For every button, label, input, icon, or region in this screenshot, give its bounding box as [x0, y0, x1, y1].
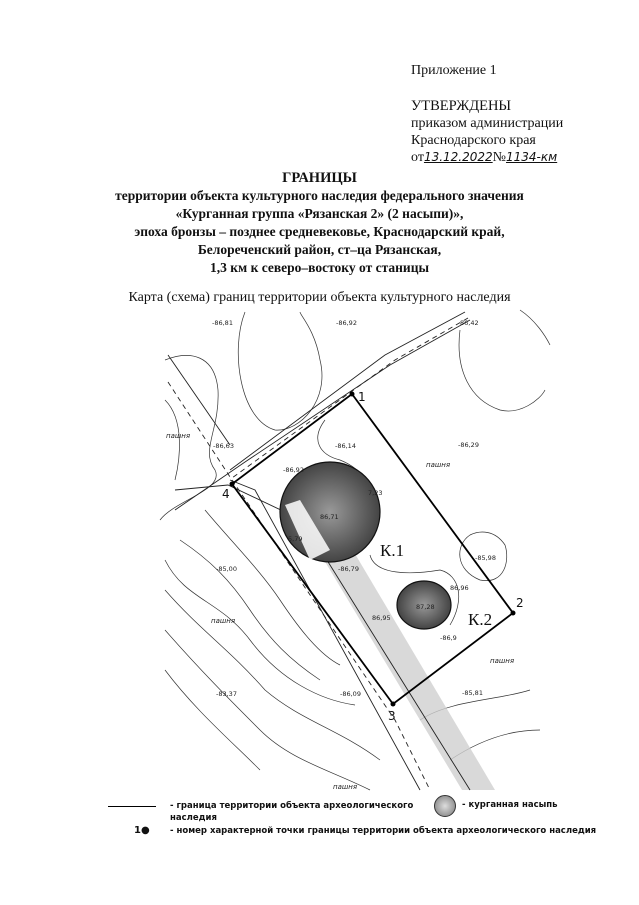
- elevation-marks: -86,81 -86,92 86,42 -86,63 -86,14 -86,29…: [212, 319, 496, 698]
- svg-text:5,79: 5,79: [288, 535, 302, 543]
- order-line: приказом администрации: [411, 116, 564, 131]
- svg-text:-86,14: -86,14: [335, 442, 356, 450]
- handwritten-date: 13.12.2022: [423, 150, 493, 164]
- mound-label: К.2: [468, 610, 492, 629]
- roads: [167, 311, 471, 791]
- appendix-label: Приложение 1: [411, 63, 497, 78]
- legend-boundary-text: - граница территории объекта археологиче…: [170, 801, 414, 811]
- svg-text:пашня: пашня: [426, 461, 450, 469]
- svg-text:пашня: пашня: [490, 657, 514, 665]
- svg-text:-86,9: -86,9: [440, 634, 457, 642]
- svg-text:-86,81: -86,81: [212, 319, 233, 327]
- boundary-point-1: [349, 391, 355, 397]
- road-strip: [300, 515, 495, 790]
- svg-text:86,71: 86,71: [320, 513, 339, 521]
- date-prefix: от: [411, 150, 424, 165]
- svg-text:-86,79: -86,79: [338, 565, 359, 573]
- title-line: 1,3 км к северо–востоку от станицы: [209, 260, 430, 275]
- point-label: 1: [358, 390, 366, 404]
- boundary-point-2: [510, 610, 516, 616]
- point-label: 2: [516, 596, 524, 610]
- svg-text:-85,81: -85,81: [462, 689, 483, 697]
- legend-point-text: - номер характерной точки границы террит…: [170, 826, 597, 836]
- legend-point-icon: 1●: [134, 825, 150, 836]
- svg-text:-86,92: -86,92: [283, 466, 304, 474]
- land-labels: пашня пашня пашня пашня пашня: [166, 432, 514, 791]
- svg-text:86,42: 86,42: [460, 319, 479, 327]
- legend-mound-text: - курганная насыпь: [462, 800, 558, 810]
- title-line: территории объекта культурного наследия …: [115, 188, 524, 203]
- contour-lines: [159, 309, 551, 791]
- order-line: Краснодарского края: [411, 133, 536, 148]
- svg-text:-85,98: -85,98: [475, 554, 496, 562]
- title-line: Белореченский район, ст–ца Рязанская,: [197, 242, 442, 257]
- svg-text:-86,63: -86,63: [213, 442, 234, 450]
- point-number: 1: [134, 825, 141, 836]
- svg-text:пашня: пашня: [211, 617, 235, 625]
- svg-text:пашня: пашня: [333, 783, 357, 791]
- svg-text:87,28: 87,28: [416, 603, 435, 611]
- svg-text:-86,92: -86,92: [336, 319, 357, 327]
- handwritten-number: 1134-км: [506, 150, 558, 164]
- number-prefix: №: [492, 150, 507, 165]
- mound-k2: [396, 580, 452, 630]
- doc-title: ГРАНИЦЫ: [282, 170, 357, 186]
- map-caption: Карта (схема) границ территории объекта …: [128, 290, 511, 305]
- approved-label: УТВЕРЖДЕНЫ: [411, 98, 512, 114]
- svg-text:7,23: 7,23: [368, 489, 382, 497]
- title-line: эпоха бронзы – позднее средневековье, Кр…: [134, 224, 505, 239]
- svg-text:пашня: пашня: [166, 432, 190, 440]
- svg-text:-83,37: -83,37: [216, 690, 237, 698]
- order-date-line: от13.12.2022№1134-км: [411, 150, 557, 166]
- legend-mound-icon: [434, 795, 456, 817]
- boundary-point-4: [229, 481, 235, 487]
- svg-text:-86,29: -86,29: [458, 441, 479, 449]
- point-label: 3: [388, 709, 396, 723]
- legend-boundary-line: [108, 806, 156, 807]
- svg-text:86,95: 86,95: [372, 614, 391, 622]
- legend-boundary-text: наследия: [170, 813, 217, 823]
- title-line: «Курганная группа «Рязанская 2» (2 насып…: [175, 206, 464, 221]
- svg-text:86,96: 86,96: [450, 584, 469, 592]
- boundary-point-3: [390, 701, 396, 707]
- svg-text:-85,00: -85,00: [216, 565, 237, 573]
- svg-text:-86,09: -86,09: [340, 690, 361, 698]
- point-label: 4: [222, 487, 230, 501]
- mound-label: К.1: [380, 541, 404, 560]
